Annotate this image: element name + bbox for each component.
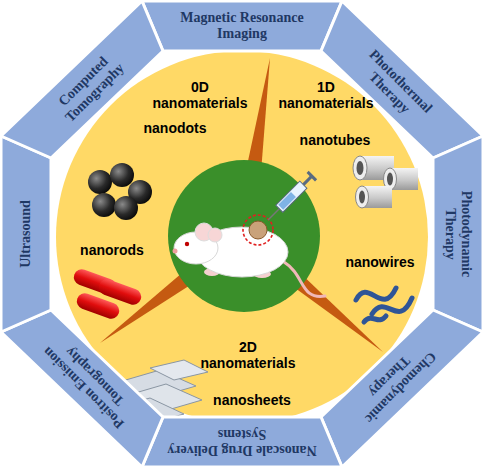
nanowire (372, 298, 412, 314)
syringe (264, 172, 316, 224)
segment-label: Nanoscale Drug Delivery Systems (157, 426, 327, 457)
mouse-nose (173, 249, 178, 254)
syringe-plunger (303, 176, 311, 184)
nanotube-hole (387, 173, 393, 186)
category-label: 2D nanomaterials (193, 339, 303, 371)
syringe-barrel (276, 181, 307, 212)
nanodot (88, 170, 112, 194)
segment-shape (142, 417, 342, 467)
nanodot (92, 193, 116, 217)
nanotube-hole (359, 191, 365, 204)
segment-label: Positron Emission Tomography (30, 323, 148, 441)
segment-label-group: Photodynamic Therapy (442, 182, 473, 287)
mouse-tail (284, 262, 325, 296)
category-label: 1D nanomaterials (271, 79, 381, 111)
segment-label-group: Positron Emission Tomography (30, 323, 148, 441)
category-segment: Photodynamic Therapy (433, 136, 483, 332)
segment-shape (1, 1, 163, 158)
category-label: nanosheets (197, 392, 307, 408)
syringe-needle (268, 209, 279, 220)
segment-label: Photodynamic Therapy (442, 182, 473, 287)
segment-label-group: Ultrasound (18, 174, 34, 294)
nanodot (114, 196, 138, 220)
syringe-fluid (278, 192, 296, 210)
segment-shape (1, 136, 51, 332)
segment-label: Magnetic Resonance Imaging (157, 10, 327, 41)
segment-label-group: Magnetic Resonance Imaging (157, 10, 327, 41)
green-circle (168, 160, 320, 312)
category-segment: Computed Tomography (1, 1, 163, 158)
segment-label: Ultrasound (18, 174, 34, 294)
nanotube-end (356, 186, 369, 208)
category-segment: Chemodynamic Therapy (321, 310, 483, 467)
nanowire (356, 288, 396, 300)
segment-label-group: Nanoscale Drug Delivery Systems (157, 426, 327, 457)
category-label: nanorods (62, 242, 162, 258)
nanodot (110, 163, 134, 187)
category-segment: Positron Emission Tomography (1, 310, 163, 467)
category-label: 0D nanomaterials (145, 79, 255, 111)
nanotube-end (353, 156, 367, 180)
category-label: nanodots (125, 120, 225, 136)
tumor (249, 221, 267, 239)
category-label: nanotubes (285, 132, 385, 148)
category-segment: Magnetic Resonance Imaging (142, 1, 342, 51)
nanowire (364, 316, 386, 322)
segment-shape (142, 1, 342, 51)
segment-shape (433, 136, 483, 332)
category-label: nanowires (330, 254, 430, 270)
mouse-eye (185, 242, 189, 246)
category-segment: Ultrasound (1, 136, 51, 332)
nanosheet (150, 360, 208, 380)
syringe-plunger (308, 172, 316, 180)
mouse-ear (208, 228, 222, 242)
category-segment: Nanoscale Drug Delivery Systems (142, 417, 342, 467)
nanorod (75, 291, 122, 321)
nanotube-hole (357, 161, 364, 175)
segment-shape (321, 310, 483, 467)
segment-shape (1, 310, 163, 467)
